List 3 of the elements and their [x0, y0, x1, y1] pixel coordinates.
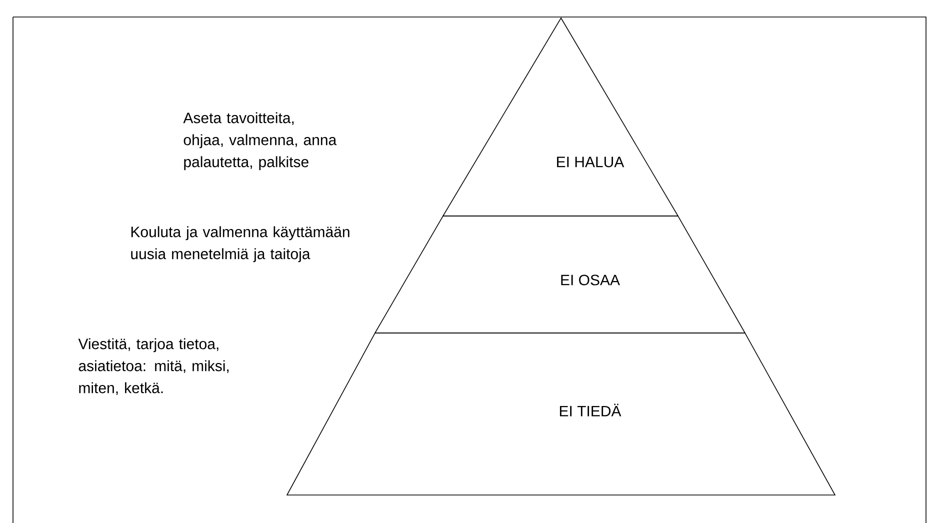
instruction-text: Aseta tavoitteita, ohjaa, valmenna, anna palautetta, palkitse	[183, 112, 337, 170]
instruction-text: Kouluta ja valmenna käyttämään uusia menetelmiä ja taitoja	[131, 226, 350, 262]
instruction-text: Viestitä, tarjoa tietoa, asiatietoa: mitä, miksi, miten, ketkä.	[78, 338, 229, 395]
